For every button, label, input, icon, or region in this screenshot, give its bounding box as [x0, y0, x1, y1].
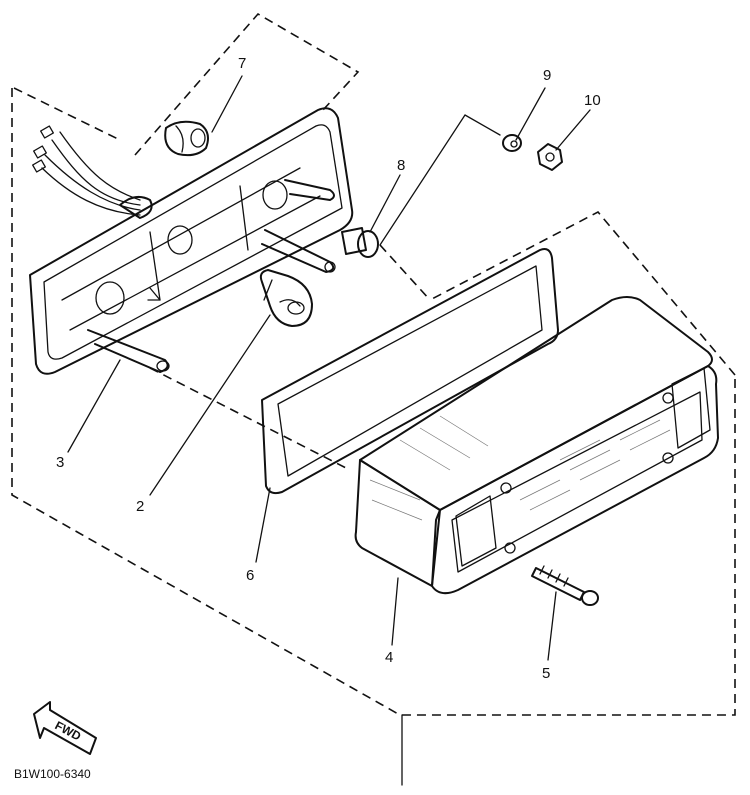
callout-3: 3 — [56, 454, 64, 471]
forward-arrow: FWD — [33, 701, 97, 755]
callout-6: 6 — [246, 567, 254, 584]
callout-2: 2 — [136, 498, 144, 515]
lamp-housing — [29, 107, 354, 375]
assembly-boundary — [11, 12, 736, 786]
bulb — [259, 269, 313, 327]
part-code: B1W100-6340 — [14, 767, 91, 781]
callout-4: 4 — [385, 649, 393, 666]
gasket — [261, 248, 559, 495]
collar — [341, 227, 379, 258]
washer — [502, 134, 522, 152]
callout-9: 9 — [543, 67, 551, 84]
callout-10: 10 — [584, 92, 601, 109]
callout-5: 5 — [542, 665, 550, 682]
screw — [531, 565, 599, 606]
callout-7: 7 — [238, 55, 246, 72]
fwd-label: FWD — [53, 718, 84, 743]
lens — [354, 296, 719, 595]
leader-lines — [67, 75, 591, 661]
grommet — [164, 120, 209, 157]
wiring-leads — [32, 125, 153, 219]
callout-8: 8 — [397, 157, 405, 174]
nut — [537, 143, 563, 171]
callout-labels: 7 9 10 8 3 2 6 4 5 — [56, 55, 601, 682]
